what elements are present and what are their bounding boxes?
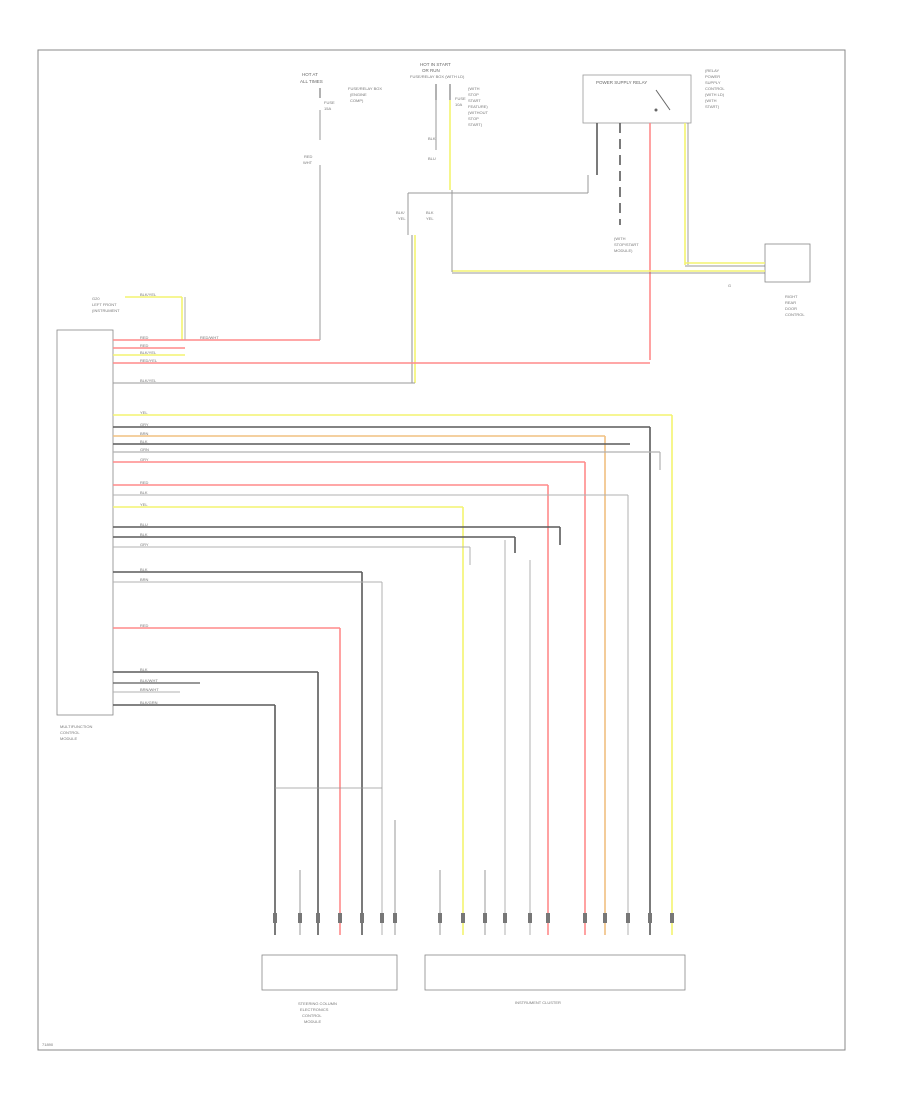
svg-text:MODULE): MODULE)	[614, 248, 633, 253]
svg-text:STOP: STOP	[468, 92, 479, 97]
svg-text:START): START)	[468, 122, 483, 127]
fuse-hot-in-run: HOT IN START OR RUN FUSE/RELAY BOX (WITH…	[410, 62, 489, 127]
svg-text:BLK/YEL: BLK/YEL	[140, 378, 157, 383]
power-supply-relay: POWER SUPPLY RELAY	[582, 74, 692, 124]
svg-text:RED: RED	[140, 480, 149, 485]
svg-text:(WITH: (WITH	[705, 98, 717, 103]
svg-text:BLK: BLK	[140, 439, 148, 444]
svg-text:FUSE/RELAY BOX: FUSE/RELAY BOX	[348, 86, 382, 91]
svg-text:(INSTRUMENT: (INSTRUMENT	[92, 308, 120, 313]
lower-right-module: INSTRUMENT CLUSTER	[424, 954, 686, 1005]
diagram-frame	[37, 49, 846, 1051]
svg-text:CONTROL: CONTROL	[302, 1013, 322, 1018]
fuse-run-label-2: OR RUN	[422, 68, 440, 73]
svg-text:COMP): COMP)	[350, 98, 364, 103]
fuse-run-label-1: HOT IN START	[420, 62, 451, 67]
svg-text:BLK: BLK	[140, 490, 148, 495]
svg-text:YEL: YEL	[140, 502, 148, 507]
svg-text:BLK/GRN: BLK/GRN	[140, 700, 158, 705]
svg-text:RED: RED	[140, 335, 149, 340]
svg-text:YEL: YEL	[140, 410, 148, 415]
svg-text:FEATURE): FEATURE)	[468, 104, 488, 109]
svg-text:FUSE: FUSE	[455, 96, 466, 101]
svg-text:YEL: YEL	[426, 216, 434, 221]
svg-text:GRY: GRY	[140, 542, 149, 547]
right-box-label-1: RIGHT	[785, 294, 798, 299]
svg-text:BLK: BLK	[140, 667, 148, 672]
svg-text:15A: 15A	[324, 106, 331, 111]
svg-text:BLK/WHT: BLK/WHT	[140, 678, 158, 683]
svg-text:CONTROL: CONTROL	[705, 86, 725, 91]
lower-right-label: INSTRUMENT CLUSTER	[515, 1000, 561, 1005]
svg-text:(ENGINE: (ENGINE	[350, 92, 367, 97]
svg-text:GRN: GRN	[140, 447, 149, 452]
svg-text:CONTROL: CONTROL	[60, 730, 80, 735]
svg-text:BLU: BLU	[140, 522, 148, 527]
svg-text:SUPPLY: SUPPLY	[705, 80, 721, 85]
svg-text:MODULE: MODULE	[304, 1019, 321, 1024]
svg-text:(RELAY: (RELAY	[705, 68, 719, 73]
svg-text:GRY: GRY	[140, 422, 149, 427]
relay-label: POWER SUPPLY RELAY	[596, 80, 647, 85]
svg-text:BRN: BRN	[140, 577, 149, 582]
svg-text:YEL: YEL	[398, 216, 406, 221]
svg-text:RED: RED	[304, 154, 313, 159]
svg-text:(WITH LD): (WITH LD)	[705, 92, 725, 97]
left-module: MULTIFUNCTION CONTROL MODULE G20 LEFT FR…	[56, 296, 120, 741]
svg-text:BLK/: BLK/	[396, 210, 406, 215]
svg-text:START: START	[468, 98, 481, 103]
fuse-label-1: HOT AT	[302, 72, 318, 77]
svg-text:RED/WHT: RED/WHT	[200, 335, 219, 340]
svg-text:(WITH: (WITH	[468, 86, 480, 91]
svg-text:ELECTRONICS: ELECTRONICS	[300, 1007, 329, 1012]
svg-text:G20: G20	[92, 296, 100, 301]
svg-text:BLU: BLU	[428, 156, 436, 161]
left-module-label-1: MULTIFUNCTION	[60, 724, 92, 729]
svg-text:STOP: STOP	[468, 116, 479, 121]
svg-text:DOOR: DOOR	[785, 306, 797, 311]
svg-text:GRY: GRY	[140, 457, 149, 462]
svg-text:(WITHOUT: (WITHOUT	[468, 110, 489, 115]
footer-code: 71890	[42, 1042, 54, 1047]
svg-text:BLK/YEL: BLK/YEL	[140, 292, 157, 297]
svg-text:RED/YEL: RED/YEL	[140, 358, 158, 363]
ecm-pin-labels: YEL GRY BRN BLK GRN GRY RED BLK YEL BLU …	[140, 410, 159, 705]
svg-text:BLK: BLK	[140, 567, 148, 572]
svg-text:CONTROL: CONTROL	[785, 312, 805, 317]
fuse-hot-at-all-times: HOT AT ALL TIMES FUSE 15A RED WHT	[300, 72, 335, 165]
svg-text:RED: RED	[140, 623, 149, 628]
svg-text:BLK: BLK	[426, 210, 434, 215]
svg-text:BRN: BRN	[140, 431, 149, 436]
right-component: RIGHT REAR DOOR CONTROL G	[728, 243, 811, 317]
svg-text:RED: RED	[140, 343, 149, 348]
lower-left-label-1: STEERING COLUMN	[298, 1001, 337, 1006]
svg-text:(WITH: (WITH	[614, 236, 626, 241]
svg-text:FUSE: FUSE	[324, 100, 335, 105]
svg-text:WHT: WHT	[303, 160, 313, 165]
svg-text:FUSE/RELAY BOX (WITH LD): FUSE/RELAY BOX (WITH LD)	[410, 74, 465, 79]
svg-text:POWER: POWER	[705, 74, 720, 79]
fuse-label-2: ALL TIMES	[300, 79, 323, 84]
ground-label: G	[728, 283, 731, 288]
relay-note: (RELAY POWER SUPPLY CONTROL (WITH LD) (W…	[705, 68, 725, 109]
svg-text:START): START)	[705, 104, 720, 109]
svg-text:STOP/START: STOP/START	[614, 242, 639, 247]
lower-left-module: STEERING COLUMN ELECTRONICS CONTROL MODU…	[261, 954, 398, 1024]
svg-text:LEFT FRONT: LEFT FRONT	[92, 302, 117, 307]
svg-text:BRN/WHT: BRN/WHT	[140, 687, 159, 692]
svg-text:10A: 10A	[455, 102, 462, 107]
lower-pins	[273, 913, 674, 923]
svg-text:MODULE: MODULE	[60, 736, 77, 741]
svg-text:BLK: BLK	[428, 136, 436, 141]
svg-text:REAR: REAR	[785, 300, 796, 305]
svg-text:BLK/YEL: BLK/YEL	[140, 350, 157, 355]
svg-text:BLK: BLK	[140, 532, 148, 537]
